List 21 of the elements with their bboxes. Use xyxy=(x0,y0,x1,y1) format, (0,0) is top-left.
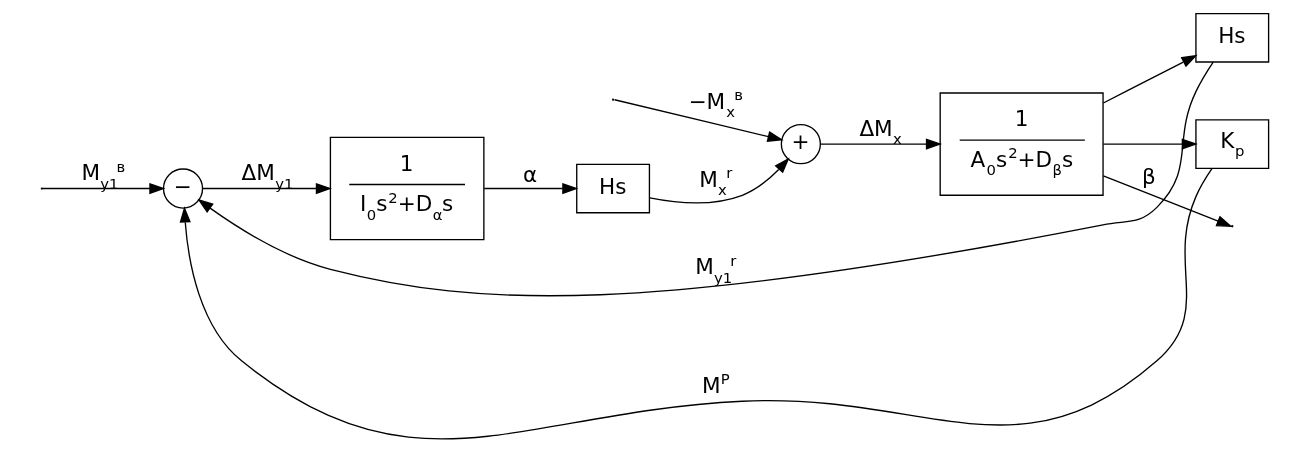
node-circle: + xyxy=(780,123,821,165)
arrow xyxy=(179,168,1213,440)
edge-label: ΔM$_{x}$ xyxy=(858,115,902,148)
node-box: K$_{p}$ xyxy=(1194,119,1269,170)
node-box: Hs xyxy=(575,163,650,214)
arrow xyxy=(41,182,165,195)
node-box: Hs xyxy=(1194,12,1269,63)
arrow xyxy=(648,157,790,204)
arrow xyxy=(201,182,332,195)
arrow xyxy=(483,182,578,195)
edge-label: M$^{P}$ xyxy=(701,370,730,398)
edge-label: α xyxy=(522,161,537,187)
arrow xyxy=(1102,54,1198,104)
arrow xyxy=(613,99,784,143)
arrow xyxy=(196,61,1214,297)
node-box: 1 I$_{0}$s$^{2}$+D$_{α}$s xyxy=(329,136,485,241)
arrow xyxy=(819,138,942,150)
node-box: 1 A$_{0}$s$^{2}$+D$_{β}$s xyxy=(939,92,1104,196)
edge-label: β xyxy=(1141,164,1156,190)
arrow xyxy=(1102,175,1233,227)
node-circle: − xyxy=(162,168,203,209)
